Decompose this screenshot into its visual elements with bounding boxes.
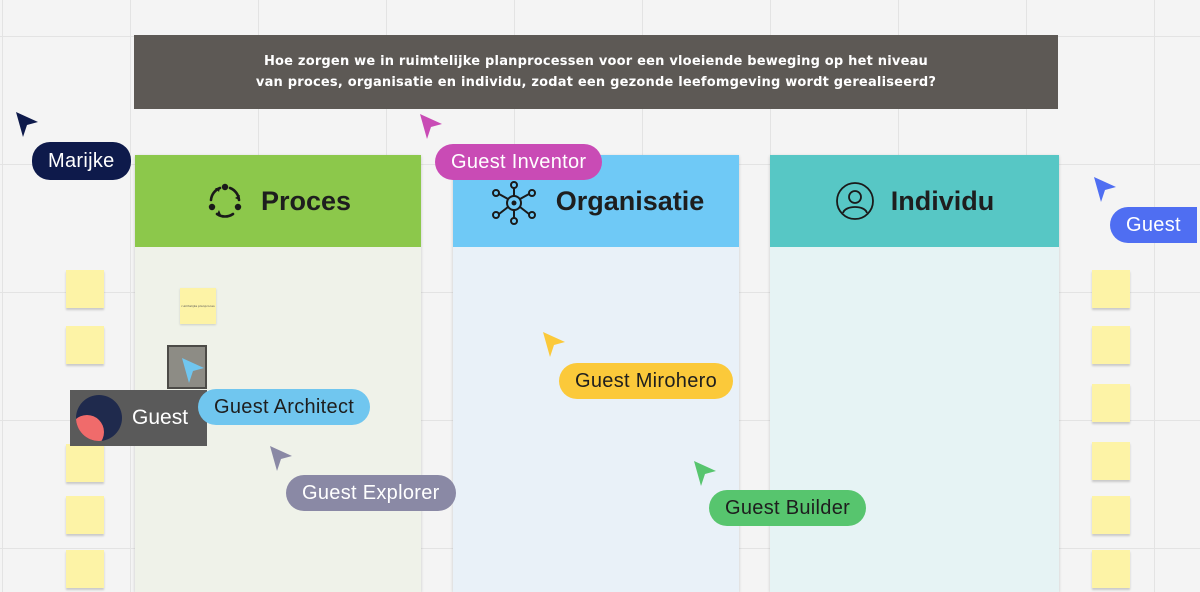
cursor-label-text: Guest [1126, 213, 1181, 236]
guest-cursor-icon [1094, 177, 1116, 202]
column-organisatie[interactable]: Organisatie [453, 155, 739, 592]
cursor-label-text: Guest Architect [214, 395, 355, 418]
sticky-note[interactable] [66, 270, 104, 308]
cursor-label-guest-inventor: Guest Inventor [435, 144, 603, 180]
column-title-individu: Individu [890, 185, 995, 216]
sticky-note[interactable] [66, 326, 104, 364]
tiny-sticky-note-text: ruimtelijke planproces [181, 304, 215, 308]
cursor-label-guest-mirohero: Guest Mirohero [559, 363, 734, 399]
cursor-label-text: Guest Inventor [451, 150, 587, 173]
cursor-label-text: Guest Builder [725, 496, 851, 519]
guest-builder-cursor-icon [694, 461, 716, 486]
video-guest-name: Guest [132, 406, 189, 429]
cursor-label-text: Marijke [48, 149, 115, 172]
column-header-proces: Proces [135, 155, 421, 247]
sticky-note[interactable] [66, 496, 104, 534]
sticky-note[interactable] [1092, 550, 1130, 588]
cursor-label-guest-architect: Guest Architect [198, 389, 371, 425]
sticky-note[interactable] [1092, 384, 1130, 422]
video-guest-tile[interactable]: Guest [70, 390, 207, 446]
column-body-individu[interactable] [770, 247, 1059, 592]
question-banner[interactable]: Hoe zorgen we in ruimtelijke planprocess… [134, 35, 1058, 109]
cursor-label-text: Guest Explorer [302, 481, 440, 504]
network-icon [488, 181, 540, 225]
column-title-organisatie: Organisatie [555, 185, 705, 216]
cursor-label-marijke: Marijke [32, 142, 131, 180]
cursor-label-text: Guest Mirohero [575, 369, 718, 392]
sticky-note[interactable] [66, 444, 104, 482]
question-line-2: van proces, organisatie en individu, zod… [255, 75, 937, 90]
cursor-label-guest-builder: Guest Builder [709, 490, 867, 526]
marijke-cursor-icon [16, 112, 38, 137]
column-body-organisatie[interactable] [453, 247, 739, 592]
column-title-proces: Proces [260, 185, 352, 216]
column-individu[interactable]: Individu [770, 155, 1059, 592]
column-header-individu: Individu [770, 155, 1059, 247]
sticky-note[interactable] [1092, 496, 1130, 534]
sticky-note[interactable] [1092, 326, 1130, 364]
person-icon [835, 181, 875, 221]
cursor-label-guest: Guest [1110, 207, 1197, 243]
guest-architect-cursor-icon [182, 358, 204, 383]
sticky-note[interactable] [1092, 270, 1130, 308]
question-line-1: Hoe zorgen we in ruimtelijke planprocess… [263, 54, 929, 69]
guest-mirohero-cursor-icon [543, 332, 565, 357]
tiny-sticky-note[interactable]: ruimtelijke planproces [180, 288, 216, 324]
sticky-note[interactable] [1092, 442, 1130, 480]
guest-avatar [76, 395, 122, 441]
cursor-label-guest-explorer: Guest Explorer [286, 475, 456, 511]
cycle-icon [205, 181, 245, 221]
guest-inventor-cursor-icon [420, 114, 442, 139]
sticky-note[interactable] [66, 550, 104, 588]
guest-explorer-cursor-icon [270, 446, 292, 471]
